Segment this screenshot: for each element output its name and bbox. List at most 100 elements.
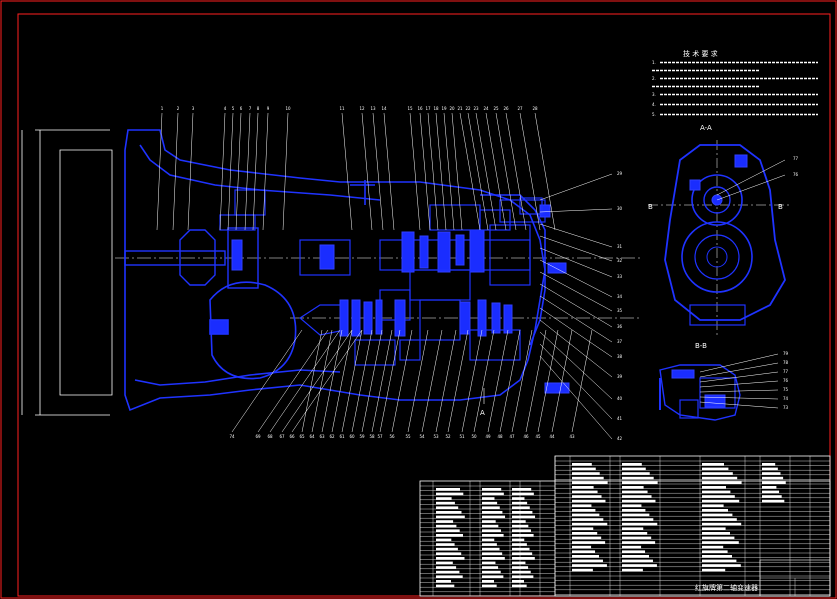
bell-housing	[21, 129, 113, 416]
balloon-number: 17	[425, 106, 431, 111]
section-aa-label: A-A	[700, 124, 712, 132]
balloon-number: 32	[617, 258, 623, 263]
note-line: 4.	[652, 102, 656, 107]
balloon-number: 79	[783, 351, 789, 356]
balloon-number: 2	[177, 106, 180, 111]
balloon-number: 12	[359, 106, 365, 111]
note-line: 1.	[652, 60, 656, 65]
balloon-number: 21	[457, 106, 463, 111]
balloon-number: 14	[381, 106, 387, 111]
balloon-number: 31	[617, 244, 623, 249]
balloon-number: 51	[459, 434, 465, 439]
balloon-number: 63	[319, 434, 325, 439]
balloon-number: 76	[793, 172, 799, 177]
balloon-number: 69	[255, 434, 261, 439]
balloon-number: 19	[441, 106, 447, 111]
title-block[interactable]: 红旗牌第二轴变速器	[419, 455, 831, 597]
balloon-number: 26	[503, 106, 509, 111]
section-aa-b-left: B	[648, 203, 653, 211]
section-bb-view[interactable]: B-B	[659, 342, 741, 421]
balloon-number: 1	[161, 106, 164, 111]
balloon-number: 76	[783, 378, 789, 383]
balloon-number: 53	[433, 434, 439, 439]
note-line: 3.	[652, 92, 656, 97]
balloon-number: 20	[449, 106, 455, 111]
balloon-number: 61	[339, 434, 345, 439]
balloon-number: 52	[445, 434, 451, 439]
balloon-number: 56	[389, 434, 395, 439]
balloon-number: 22	[465, 106, 471, 111]
balloon-number: 78	[783, 360, 789, 365]
balloon-number: 18	[433, 106, 439, 111]
shift-mechanism	[219, 189, 543, 231]
balloon-number: 62	[329, 434, 335, 439]
balloon-number: 37	[617, 339, 623, 344]
balloon-number: 49	[485, 434, 491, 439]
note-line: 5.	[652, 112, 656, 117]
balloon-number: 30	[617, 206, 623, 211]
balloon-number: 40	[617, 396, 623, 401]
balloon-number: 45	[535, 434, 541, 439]
balloon-number: 66	[289, 434, 295, 439]
section-aa-b-right: B	[778, 203, 783, 211]
balloon-number: 41	[617, 416, 623, 421]
balloon-number: 3	[192, 106, 195, 111]
balloon-number: 16	[417, 106, 423, 111]
balloon-number: 25	[493, 106, 499, 111]
balloon-number: 7	[249, 106, 252, 111]
countershaft-gears	[298, 299, 570, 394]
notes-title: 技 术 要 求	[683, 49, 718, 58]
balloon-number: 35	[617, 308, 623, 313]
leader-lines	[156, 112, 613, 440]
balloon-number: 24	[483, 106, 489, 111]
section-a-marker: A	[480, 409, 485, 417]
balloon-number: 9	[267, 106, 270, 111]
balloon-number: 54	[419, 434, 425, 439]
input-shaft	[124, 227, 351, 289]
balloon-number: 60	[349, 434, 355, 439]
balloon-number: 42	[617, 436, 623, 441]
balloon-number: 39	[617, 374, 623, 379]
balloon-number: 44	[549, 434, 555, 439]
balloon-number: 65	[299, 434, 305, 439]
balloon-number: 29	[617, 171, 623, 176]
balloon-number: 15	[407, 106, 413, 111]
balloon-number: 68	[267, 434, 273, 439]
technical-notes: 技 术 要 求 1. 2. 3. 4. 5.	[652, 49, 818, 117]
balloon-number: 75	[783, 387, 789, 392]
balloon-number: 23	[473, 106, 479, 111]
balloon-number: 38	[617, 354, 623, 359]
balloon-number: 11	[339, 106, 345, 111]
balloon-number: 4	[224, 106, 227, 111]
balloon-number: 48	[497, 434, 503, 439]
balloon-number: 59	[359, 434, 365, 439]
balloon-number: 33	[617, 274, 623, 279]
balloon-number: 6	[240, 106, 243, 111]
balloon-number: 43	[569, 434, 575, 439]
balloon-number: 67	[279, 434, 285, 439]
balloons-aa: 77 76	[793, 156, 799, 177]
section-aa-view[interactable]: A-A B B	[648, 124, 790, 335]
balloon-number: 10	[285, 106, 291, 111]
balloon-number: 47	[509, 434, 515, 439]
section-bb-label: B-B	[695, 342, 707, 350]
main-shaft-gears	[379, 199, 567, 321]
note-line: 2.	[652, 76, 656, 81]
balloon-number: 64	[309, 434, 315, 439]
balloon-number: 28	[532, 106, 538, 111]
balloon-number: 13	[370, 106, 376, 111]
transmission-housing	[124, 129, 546, 412]
balloon-number: 8	[257, 106, 260, 111]
balloon-number: 77	[793, 156, 799, 161]
balloon-number: 74	[229, 434, 235, 439]
balloon-number: 74	[783, 396, 789, 401]
balloon-number: 5	[232, 106, 235, 111]
balloon-number: 50	[471, 434, 477, 439]
